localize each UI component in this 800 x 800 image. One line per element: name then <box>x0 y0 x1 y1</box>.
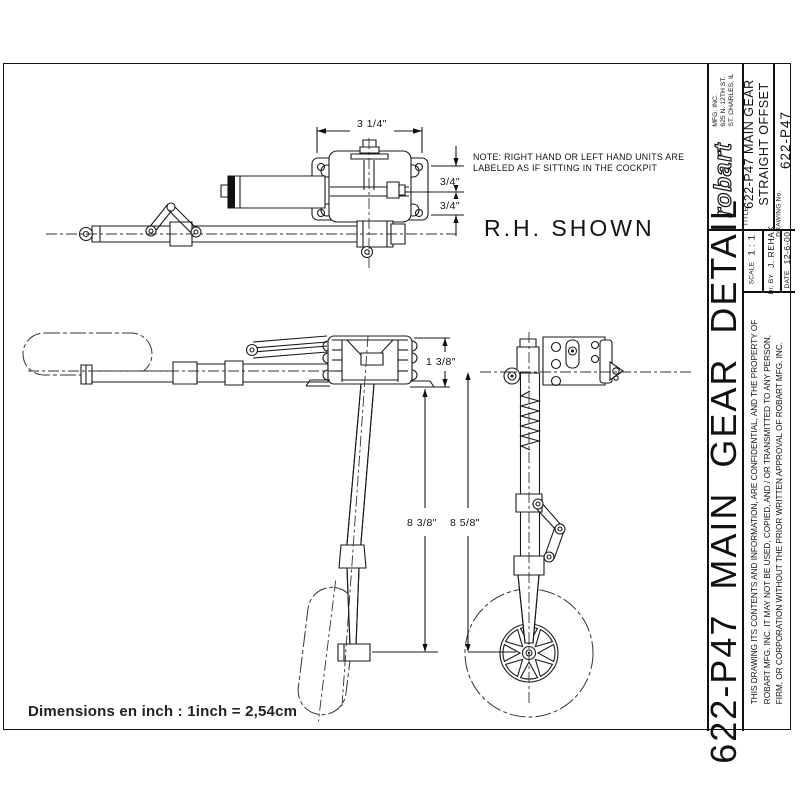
dim-side-length: 8 3/8" <box>407 517 437 529</box>
front-view-extended <box>465 332 694 717</box>
titleblock-row-line-1 <box>707 229 795 231</box>
drawing-no: 622-P47 <box>776 80 794 200</box>
dim-offset-top: 3/4" <box>440 176 460 188</box>
company-line-2: 625 N. 12TH ST. <box>719 76 727 127</box>
dim-front-length: 8 5/8" <box>450 517 480 529</box>
drawing-title: 622-P47 MAIN GEAR STRAIGHT OFFSET <box>742 65 771 223</box>
company-line-3: ST. CHARLES, IL <box>728 73 736 127</box>
drawing-border <box>3 63 791 730</box>
company-line-1: MFG. INC. <box>711 94 719 127</box>
titleblock-scale-line-1 <box>762 229 764 291</box>
disclaimer-line-2: ROBART MFG. INC. IT MAY NOT BE USED, COP… <box>762 334 772 705</box>
note-line-2: LABELED AS IF SITTING IN THE COCKPIT <box>473 163 657 173</box>
scale-cell: SCALE 1 : 1 <box>744 231 761 289</box>
rh-shown-label: R.H. SHOWN <box>484 215 655 241</box>
side-view-dimensions: 1 3/8" 8 3/8" <box>372 338 456 652</box>
scale-value: 1 : 1 <box>746 234 758 256</box>
titleblock-divider-outer <box>707 63 709 731</box>
top-view-dimensions: 3 1/4" 3/4" 3/4" <box>317 118 464 236</box>
titleblock-row-line-2 <box>742 291 795 293</box>
side-title: 622-P47 MAIN GEAR DETAIL <box>703 198 744 764</box>
top-view-retract-unit <box>46 138 456 268</box>
titleblock-scale-line-2 <box>780 229 782 291</box>
disclaimer-line-1: THIS DRAWING ITS CONTENTS AND INFORMATIO… <box>749 319 759 705</box>
titleblock-divider-title <box>773 63 775 229</box>
side-title-text: 622-P47 MAIN GEAR DETAIL <box>703 198 744 764</box>
disclaimer: THIS DRAWING ITS CONTENTS AND INFORMATIO… <box>749 294 787 730</box>
side-view-retracted <box>23 333 434 724</box>
disclaimer-line-3: FIRM, OR CORPORATION WITHOUT THE PRIOR W… <box>775 341 785 705</box>
drawing-no-text: 622-P47 <box>777 110 793 170</box>
front-view-dimensions: 8 5/8" <box>450 372 516 652</box>
dim-body-height: 1 3/8" <box>426 356 456 368</box>
dim-offset-bottom: 3/4" <box>440 200 460 212</box>
scale-label: SCALE <box>748 261 756 285</box>
drawn-by-value: J. REHAK <box>766 225 776 268</box>
drawn-by-cell: Dr. BY J. REHAK <box>763 226 779 295</box>
units-note: Dimensions en inch : 1inch = 2,54cm <box>28 703 298 720</box>
date-label: DATE <box>783 270 791 289</box>
titleblock-divider-inner <box>742 63 744 731</box>
drawn-by-label: Dr. BY <box>767 273 775 295</box>
dim-top-width: 3 1/4" <box>357 118 387 130</box>
date-cell: DATE 12-6-00 <box>780 231 794 289</box>
note-line-1: NOTE: RIGHT HAND OR LEFT HAND UNITS ARE <box>473 152 684 162</box>
drawing-title-line-1: 622-P47 MAIN GEAR <box>742 79 756 209</box>
date-value: 12-6-00 <box>782 231 792 265</box>
company-address: MFG. INC. 625 N. 12TH ST. ST. CHARLES, I… <box>707 64 741 136</box>
drawing-title-line-2: STRAIGHT OFFSET <box>757 82 771 206</box>
